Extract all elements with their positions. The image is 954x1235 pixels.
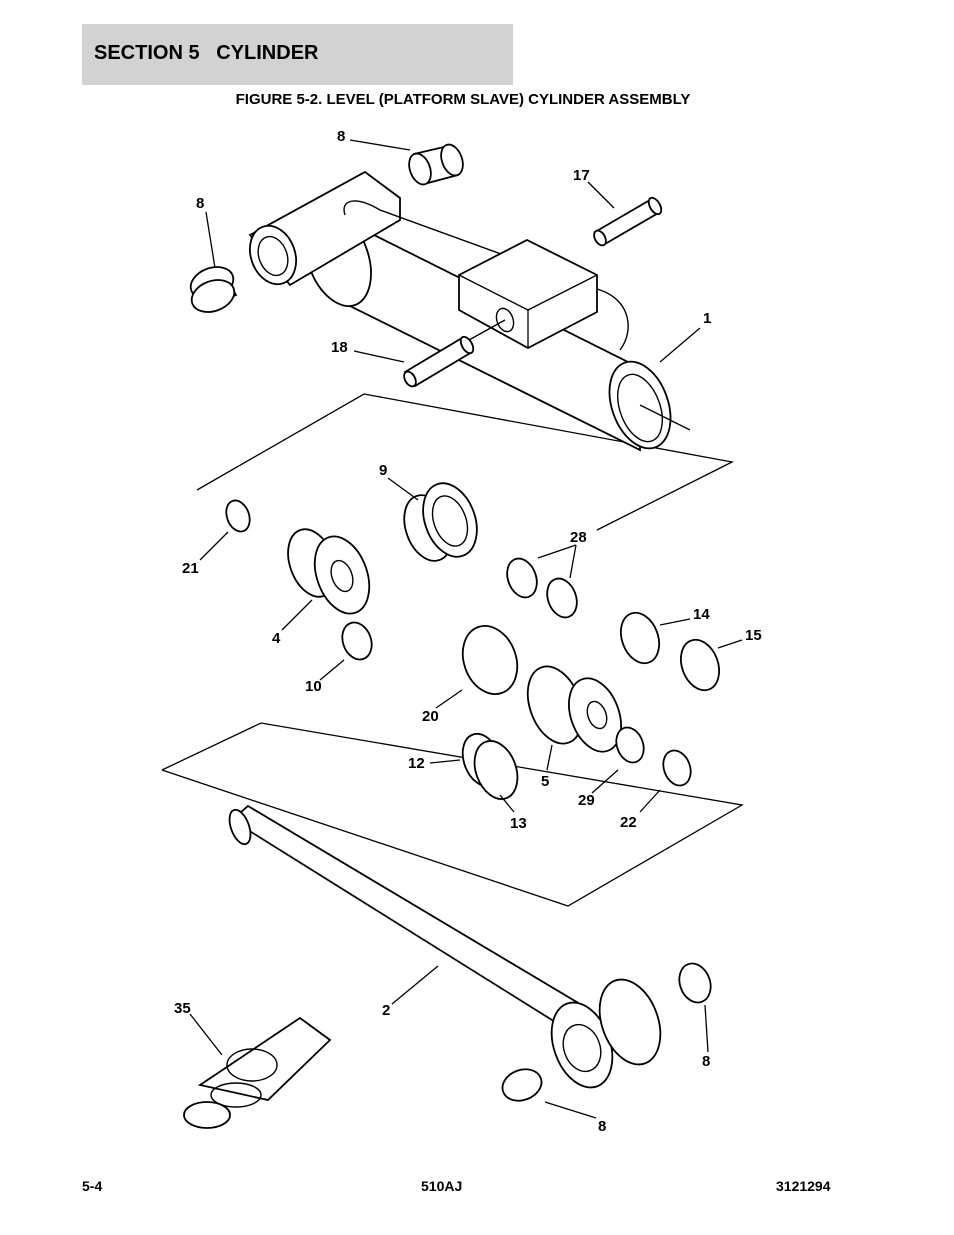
page-number: 5-4 — [82, 1178, 103, 1194]
callout-21: 21 — [182, 560, 199, 577]
bushing-8-bottom — [501, 962, 712, 1102]
seal-12-13 — [461, 732, 519, 800]
oring-20 — [461, 625, 519, 695]
callout-4: 4 — [272, 630, 281, 647]
callout-28: 28 — [570, 529, 587, 546]
section-banner — [82, 24, 513, 85]
piston-5 — [526, 665, 622, 753]
fitting-17 — [593, 196, 663, 247]
callout-10: 10 — [305, 678, 322, 695]
fitting-18 — [403, 335, 475, 388]
ring-21 — [225, 499, 251, 533]
figure-title: FIGURE 5-2. LEVEL (PLATFORM SLAVE) CYLIN… — [235, 91, 691, 108]
seal-14-15 — [619, 611, 721, 692]
seal-9 — [403, 482, 478, 562]
ring-29-22 — [615, 726, 692, 787]
rod-plane — [161, 722, 744, 907]
leader-lines — [189, 139, 743, 1119]
callout-22: 22 — [620, 814, 637, 831]
section-title: SECTION 5 CYLINDER — [94, 42, 319, 64]
model-name: 510AJ — [421, 1178, 463, 1194]
rod-2 — [228, 804, 662, 1089]
callout-9: 9 — [379, 462, 387, 479]
bushing-8-top — [408, 143, 464, 186]
callout-17: 17 — [573, 167, 590, 184]
callout-8-left: 8 — [196, 195, 204, 212]
oring-10 — [341, 621, 373, 661]
callout-2: 2 — [382, 1002, 390, 1019]
callout-14: 14 — [693, 606, 710, 623]
callout-8-top: 8 — [337, 128, 345, 145]
callout-13: 13 — [510, 815, 527, 832]
callout-15: 15 — [745, 627, 762, 644]
barrel-tube — [248, 170, 691, 452]
callout-8-bottom: 8 — [598, 1118, 606, 1135]
wear-ring-28 — [506, 557, 578, 619]
seal-kit-35 — [183, 1016, 332, 1129]
callout-8-right: 8 — [702, 1053, 710, 1070]
callout-35: 35 — [174, 1000, 191, 1017]
barrel-plane — [196, 393, 735, 531]
callout-18: 18 — [331, 339, 348, 356]
callout-12: 12 — [408, 755, 425, 772]
document-number: 3121294 — [776, 1178, 831, 1194]
callout-5: 5 — [541, 773, 549, 790]
callout-29: 29 — [578, 792, 595, 809]
head-4 — [287, 528, 371, 615]
callout-20: 20 — [422, 708, 439, 725]
bushing-8-left — [189, 266, 238, 313]
callout-1: 1 — [703, 310, 711, 327]
